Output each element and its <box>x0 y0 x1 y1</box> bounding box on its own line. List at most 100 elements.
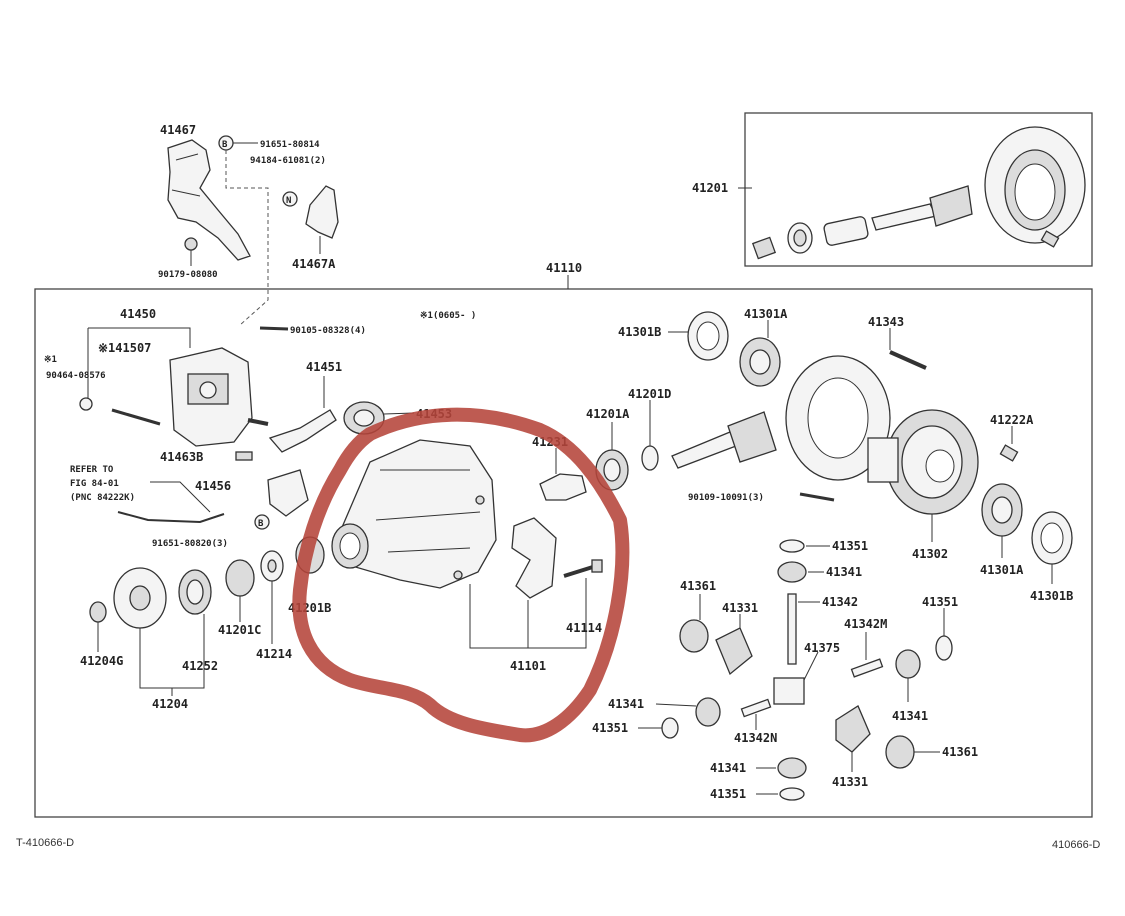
label-41375: 41375 <box>804 641 840 655</box>
side-gear-41341-icon <box>777 561 807 583</box>
label-refer-to: REFER TO <box>70 465 114 475</box>
label-41342n: 41342N <box>734 731 777 745</box>
collapsible-spacer-icon <box>539 473 587 501</box>
label-41331-b: 41331 <box>832 775 868 789</box>
label-90464-08576: 90464-08576 <box>46 371 106 381</box>
pinion-gear-41331-b-icon <box>835 705 871 753</box>
label-41351-d: 41351 <box>710 787 746 801</box>
spacer-41201D-icon <box>641 445 659 471</box>
label-90179-08080: 90179-08080 <box>158 270 218 280</box>
carrier-assembly-frame <box>34 288 1093 818</box>
highlight-circle-icon <box>292 407 630 743</box>
label-41341-b: 41341 <box>892 709 928 723</box>
label-41201: 41201 <box>692 181 728 195</box>
washer-41351-d-icon <box>779 787 805 801</box>
label-b2: B <box>258 519 264 529</box>
label-41204: 41204 <box>152 697 188 711</box>
bearing-41301A-icon <box>739 337 781 387</box>
label-90105-08328: 90105-08328(4) <box>290 326 366 336</box>
bearing-cap-icon <box>511 517 557 599</box>
ring-pinion-inset-frame <box>744 112 1093 267</box>
side-gear-41341-c-icon <box>695 697 721 727</box>
bearing-41301A-bottom-icon <box>981 483 1023 537</box>
bolt-icon <box>184 237 198 251</box>
bolt-41114-icon <box>563 559 603 578</box>
drive-pinion-icon <box>671 411 777 469</box>
label-41204g: 41204G <box>80 654 123 668</box>
label-41451: 41451 <box>306 360 342 374</box>
label-41342: 41342 <box>822 595 858 609</box>
label-90109-10091: 90109-10091(3) <box>688 493 764 503</box>
label-41252: 41252 <box>182 659 218 673</box>
label-pnc-84222k: (PNC 84222K) <box>70 493 135 503</box>
label-41463b: 41463B <box>160 450 203 464</box>
shaft-41342M-icon <box>850 658 884 678</box>
label-41351-b: 41351 <box>922 595 958 609</box>
label-41456: 41456 <box>195 479 231 493</box>
label-41201d: 41201D <box>628 387 671 401</box>
side-gear-41341-d-icon <box>777 757 807 779</box>
label-141507: ※141507 <box>98 341 151 355</box>
footer-left-code: T-410666-D <box>16 837 74 849</box>
label-fig-84-01: FIG 84-01 <box>70 479 119 489</box>
label-41351-c: 41351 <box>592 721 628 735</box>
label-note-0605: ※1(0605- ) <box>420 311 476 321</box>
label-41201c: 41201C <box>218 623 261 637</box>
bracket-41467-icon <box>167 139 251 261</box>
washer-41351-b-icon <box>935 635 953 661</box>
block-41375-icon <box>773 677 805 705</box>
washer-41351-icon <box>779 539 805 553</box>
label-94184-61081: 94184-61081(2) <box>250 156 326 166</box>
label-41341-a: 41341 <box>826 565 862 579</box>
label-41331-a: 41331 <box>722 601 758 615</box>
label-41301b-top: 41301B <box>618 325 661 339</box>
diff-case-41302-icon <box>867 409 979 515</box>
pinion-gear-41331-icon <box>715 627 753 676</box>
ring-pinion-set-icon <box>751 126 1086 260</box>
ring-gear-icon <box>785 355 891 481</box>
label-41467: 41467 <box>160 123 196 137</box>
pinion-shaft-41342-icon <box>787 593 797 665</box>
label-41343: 41343 <box>868 315 904 329</box>
reference-n-icon <box>282 191 298 207</box>
label-41342m: 41342M <box>844 617 887 631</box>
label-41351-a: 41351 <box>832 539 868 553</box>
washer-41351-c-icon <box>661 717 679 739</box>
label-41301a-top: 41301A <box>744 307 788 321</box>
bracket-41467A-icon <box>305 185 339 254</box>
label-41450: 41450 <box>120 307 156 321</box>
label-41467a: 41467A <box>292 257 336 271</box>
bolt-41222A-icon <box>999 444 1019 462</box>
transfer-actuator-icon <box>111 347 269 447</box>
label-41101: 41101 <box>510 659 546 673</box>
label-41114: 41114 <box>566 621 602 635</box>
label-n: N <box>286 196 291 206</box>
washer-41361-b-icon <box>885 735 915 769</box>
label-41361-a: 41361 <box>680 579 716 593</box>
shaft-41342N-icon <box>740 698 772 718</box>
side-gear-41341-b-icon <box>895 649 921 679</box>
oil-seal-41301B-bottom-icon <box>1031 511 1073 565</box>
label-b: B <box>222 140 228 150</box>
label-ref1: ※1 <box>44 355 57 365</box>
label-41110: 41110 <box>546 261 582 275</box>
label-41201a: 41201A <box>586 407 630 421</box>
label-41214: 41214 <box>256 647 292 661</box>
oil-seal-41301B-icon <box>687 311 729 361</box>
sensor-41456-icon <box>267 469 309 517</box>
label-41361-b: 41361 <box>942 745 978 759</box>
label-41302: 41302 <box>912 547 948 561</box>
label-41222a: 41222A <box>990 413 1034 427</box>
shift-fork-icon <box>268 409 337 453</box>
label-41301a-bottom: 41301A <box>980 563 1024 577</box>
label-41341-d: 41341 <box>710 761 746 775</box>
label-91651-80820: 91651-80820(3) <box>152 539 228 549</box>
label-41301b-bottom: 41301B <box>1030 589 1073 603</box>
differential-carrier-icon <box>331 439 497 589</box>
label-91651-80814: 91651-80814 <box>260 140 320 150</box>
label-41341-c: 41341 <box>608 697 644 711</box>
washer-41361-icon <box>679 619 709 653</box>
footer-right-code: 410666-D <box>1052 839 1100 851</box>
